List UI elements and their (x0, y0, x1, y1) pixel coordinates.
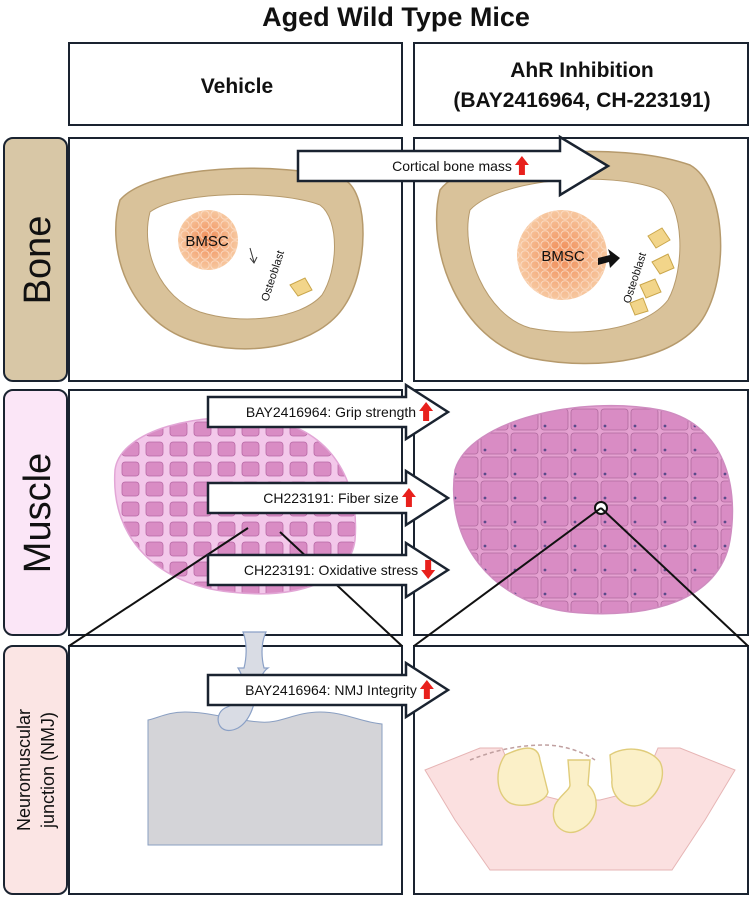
effect-label: Cortical bone mass (392, 158, 512, 174)
row-label-nmj-line2: junction (NMJ) (38, 712, 58, 829)
bmsc-cluster-vehicle (178, 210, 238, 270)
row-label-bone: Bone (17, 216, 59, 305)
row-header-muscle (3, 389, 68, 636)
bmsc-label-inhibition: BMSC (541, 248, 585, 265)
effect-arrow-2: BAY2416964: Grip strength (206, 382, 451, 442)
effect-arrow-shape (206, 382, 451, 442)
effect-arrow-shape (296, 134, 611, 198)
differentiation-arrowhead-vehicle (249, 256, 258, 264)
increase-arrow-icon (419, 680, 434, 699)
increase-arrow-icon (401, 488, 416, 507)
bmsc-label-vehicle: BMSC (185, 233, 229, 250)
column-header-vehicle (68, 42, 403, 126)
effect-arrow-shape (206, 660, 451, 720)
bmsc-cluster-inhibition (517, 210, 607, 300)
zoom-lines (68, 507, 749, 647)
row-header-nmj (3, 645, 68, 895)
nmj-inhibition (424, 744, 736, 871)
effect-arrow-1: Cortical bone mass (296, 134, 611, 198)
increase-arrow-icon (514, 156, 529, 175)
differentiation-arrow-vehicle (249, 247, 255, 263)
muscle-section-inhibition (453, 404, 734, 615)
column-label-inhibition-line1: AhR Inhibition (510, 59, 653, 82)
effect-label: CH223191: Fiber size (263, 490, 399, 506)
bone-cross-section-vehicle (115, 167, 364, 350)
effect-arrow-4: CH223191: Oxidative stress (206, 540, 451, 600)
column-label-inhibition-line2: (BAY2416964, CH-223191) (453, 89, 710, 112)
column-label-vehicle: Vehicle (201, 75, 273, 98)
decrease-arrow-icon (421, 560, 436, 579)
effect-arrow-shape (206, 540, 451, 600)
effect-label: BAY2416964: Grip strength (246, 404, 416, 420)
osteoblast-cell-vehicle (289, 277, 313, 297)
osteoblast-cells-inhibition (629, 227, 675, 316)
effect-arrow-shape (206, 468, 451, 528)
effect-label: BAY2416964: NMJ Integrity (245, 682, 417, 698)
figure-title: Aged Wild Type Mice (262, 2, 530, 32)
row-header-bone (3, 137, 68, 382)
row-label-nmj-line1: Neuromuscular (14, 709, 34, 831)
effect-label: CH223191: Oxidative stress (244, 562, 418, 578)
increase-arrow-icon (419, 402, 434, 421)
column-header-inhibition (413, 42, 749, 126)
effect-arrow-3: CH223191: Fiber size (206, 468, 451, 528)
row-label-muscle: Muscle (17, 453, 59, 573)
differentiation-arrow-inhibition (598, 249, 620, 268)
effect-arrow-5: BAY2416964: NMJ Integrity (206, 660, 451, 720)
